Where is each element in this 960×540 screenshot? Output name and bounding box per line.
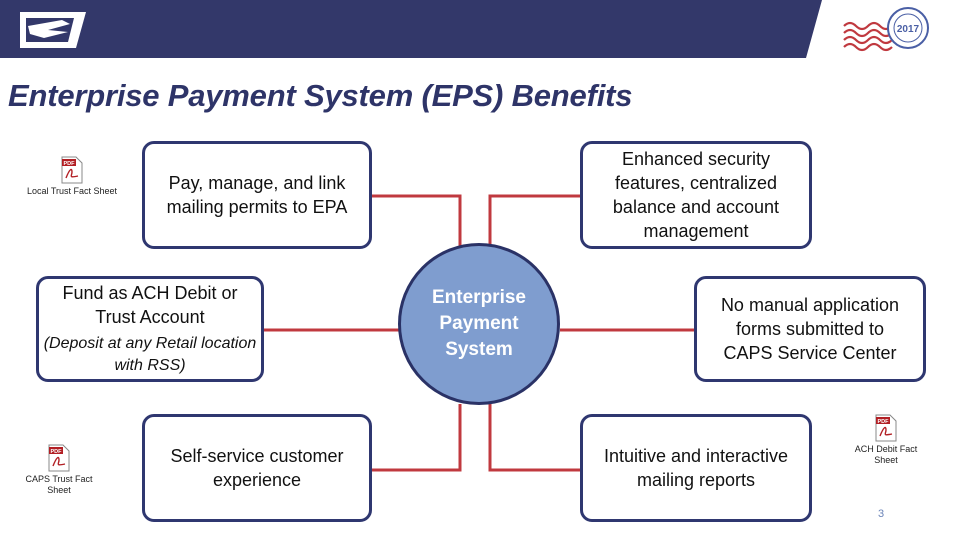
page-number: 3 bbox=[878, 508, 885, 520]
svg-text:PDF: PDF bbox=[51, 449, 63, 455]
benefit-fund: Fund as ACH Debit or Trust Account (Depo… bbox=[36, 276, 264, 382]
benefit-self-service: Self-service customer experience bbox=[142, 414, 372, 522]
header-bar bbox=[0, 0, 960, 58]
connector-security bbox=[488, 194, 583, 246]
ach-debit-fact-sheet-link[interactable]: PDF ACH Debit Fact Sheet bbox=[838, 414, 934, 466]
usps-eagle-logo-icon bbox=[20, 12, 86, 48]
benefit-fund-text: Fund as ACH Debit or Trust Account bbox=[62, 283, 238, 327]
connector-pay-manage bbox=[370, 194, 462, 246]
pdf-document-icon: PDF bbox=[61, 156, 83, 184]
benefit-reports-text: Intuitive and interactive mailing report… bbox=[603, 446, 789, 490]
benefit-self-service-text: Self-service customer experience bbox=[170, 446, 344, 490]
pdf-document-icon: PDF bbox=[48, 444, 70, 472]
header-bar-graphic bbox=[0, 0, 822, 58]
benefit-no-manual: No manual application forms submitted to… bbox=[694, 276, 926, 382]
page-title: Enterprise Payment System (EPS) Benefits bbox=[8, 78, 633, 113]
benefit-pay-manage: Pay, manage, and link mailing permits to… bbox=[142, 141, 372, 249]
benefit-security: Enhanced security features, centralized … bbox=[580, 141, 812, 249]
svg-text:PDF: PDF bbox=[878, 419, 890, 425]
ach-debit-fact-sheet-label: ACH Debit Fact Sheet bbox=[854, 444, 918, 465]
usps-postmark-2017-icon: 2017 bbox=[843, 7, 929, 52]
local-trust-fact-sheet-link[interactable]: PDF Local Trust Fact Sheet bbox=[24, 156, 120, 197]
caps-trust-fact-sheet-label: CAPS Trust Fact Sheet bbox=[25, 474, 93, 495]
benefit-reports: Intuitive and interactive mailing report… bbox=[580, 414, 812, 522]
center-eps-circle: Enterprise Payment System bbox=[398, 243, 560, 405]
connector-reports bbox=[488, 404, 583, 472]
benefit-security-text: Enhanced security features, centralized … bbox=[612, 149, 780, 241]
svg-text:PDF: PDF bbox=[64, 161, 76, 167]
connector-self-service bbox=[370, 404, 462, 472]
caps-trust-fact-sheet-link[interactable]: PDF CAPS Trust Fact Sheet bbox=[11, 444, 107, 496]
center-label: Enterprise Payment System bbox=[432, 287, 526, 360]
svg-text:2017: 2017 bbox=[897, 24, 920, 35]
benefit-fund-note: (Deposit at any Retail location with RSS… bbox=[43, 335, 257, 374]
local-trust-fact-sheet-label: Local Trust Fact Sheet bbox=[26, 186, 118, 196]
benefit-pay-manage-text: Pay, manage, and link mailing permits to… bbox=[166, 173, 348, 217]
pdf-document-icon: PDF bbox=[875, 414, 897, 442]
benefit-no-manual-text: No manual application forms submitted to… bbox=[720, 295, 900, 363]
